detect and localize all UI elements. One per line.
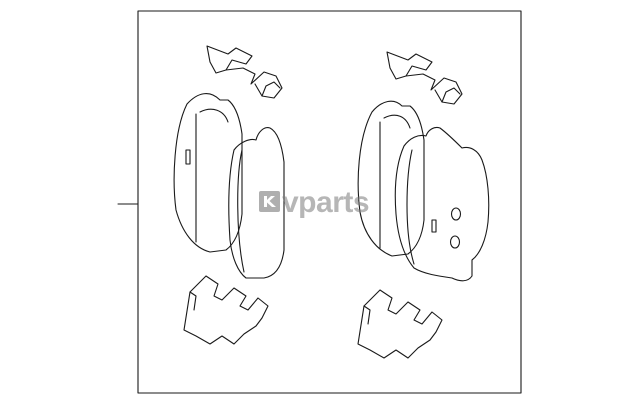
kv-logo-icon	[259, 191, 280, 212]
right-pad-hole-lower	[449, 235, 461, 249]
left-inner-brake-pad	[173, 93, 243, 253]
diagram-frame	[137, 10, 522, 394]
right-pad-shim	[357, 289, 443, 359]
left-anti-rattle-clip	[206, 45, 283, 99]
right-pad-hole-upper	[450, 207, 462, 221]
right-inner-brake-pad	[357, 100, 425, 257]
left-outer-brake-pad	[228, 127, 285, 279]
watermark-text: vparts	[282, 186, 369, 219]
left-pad-shim	[183, 275, 269, 345]
watermark: vparts	[259, 186, 370, 219]
right-outer-brake-pad	[394, 126, 490, 282]
right-anti-rattle-clip	[386, 51, 463, 105]
